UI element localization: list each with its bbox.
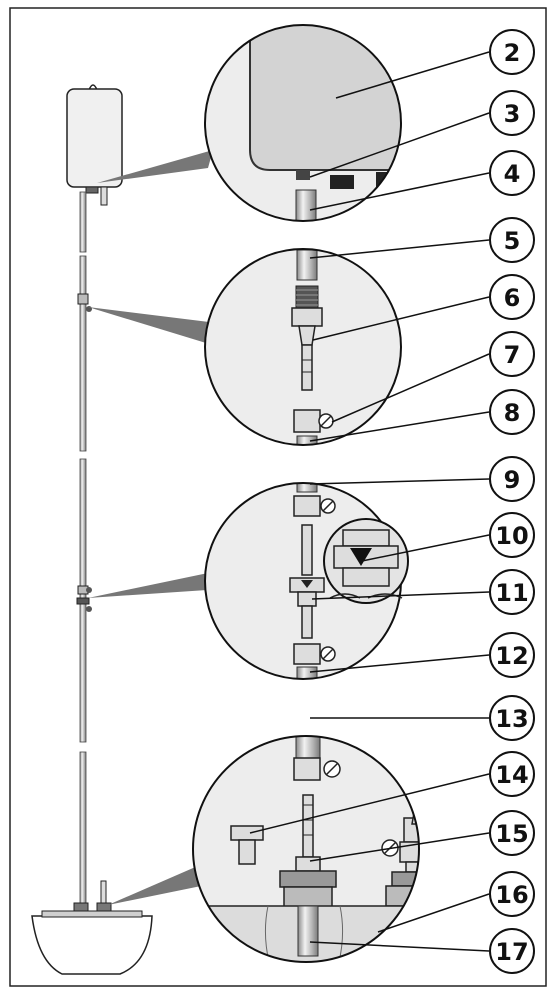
clamp-screw	[86, 587, 92, 593]
connector	[77, 293, 89, 305]
callout-5: 5	[489, 217, 535, 263]
callout-9: 9	[489, 456, 535, 502]
callout-4: 4	[489, 150, 535, 196]
callout-13: 13	[489, 695, 535, 741]
base-fitting	[73, 902, 89, 912]
page-frame	[9, 7, 547, 987]
callout-label: 5	[504, 227, 521, 255]
valve	[76, 597, 90, 605]
callout-label: 11	[495, 579, 528, 607]
callout-10: 10	[489, 512, 535, 558]
callout-12: 12	[489, 632, 535, 678]
callout-16: 16	[489, 871, 535, 917]
pipe-segment	[79, 255, 87, 452]
callout-label: 3	[504, 100, 521, 128]
callout-3: 3	[489, 90, 535, 136]
callout-label: 10	[495, 522, 528, 550]
base-plate	[41, 910, 143, 918]
callout-label: 6	[504, 284, 521, 312]
callout-6: 6	[489, 274, 535, 320]
callout-label: 4	[504, 160, 521, 188]
side-nozzle	[100, 880, 107, 904]
callout-14: 14	[489, 751, 535, 797]
zoom-wedge	[97, 150, 213, 183]
clamp-screw	[86, 606, 92, 612]
leader-lines	[249, 51, 490, 952]
callout-label: 14	[495, 761, 528, 789]
detail-circle-connector	[204, 248, 402, 446]
detail-circle-container	[204, 24, 402, 222]
callout-label: 7	[504, 341, 521, 369]
callout-15: 15	[489, 810, 535, 856]
pipe-segment	[79, 191, 87, 253]
callout-7: 7	[489, 331, 535, 377]
zoom-wedge	[88, 573, 208, 598]
valve-inset	[323, 518, 409, 604]
pipe-segment	[79, 751, 87, 913]
overview-assembly	[31, 84, 153, 975]
callout-2: 2	[489, 29, 535, 75]
container-outlet	[85, 186, 99, 194]
detail-tube	[295, 189, 317, 221]
zoom-wedge	[88, 307, 209, 343]
callout-label: 17	[495, 938, 528, 966]
detail-circle-valve	[204, 482, 409, 680]
detail-circle-base	[192, 735, 420, 963]
callout-label: 8	[504, 399, 521, 427]
callout-11: 11	[489, 569, 535, 615]
callout-8: 8	[489, 389, 535, 435]
callout-17: 17	[489, 928, 535, 974]
callouts: 2 3 4 5 6 7 8 9 10 11 12 13 14 15 16 17	[489, 29, 535, 974]
clamp-screw	[86, 306, 92, 312]
aquarium-base	[31, 915, 153, 975]
base-fitting-side	[96, 902, 112, 912]
zoom-wedge	[108, 865, 206, 905]
callout-label: 2	[504, 39, 521, 67]
callout-label: 9	[504, 466, 521, 494]
callout-label: 12	[495, 642, 528, 670]
callout-label: 15	[495, 820, 528, 848]
callout-label: 16	[495, 881, 528, 909]
callout-label: 13	[495, 705, 528, 733]
water-container	[66, 88, 123, 188]
container-valve	[100, 186, 108, 206]
